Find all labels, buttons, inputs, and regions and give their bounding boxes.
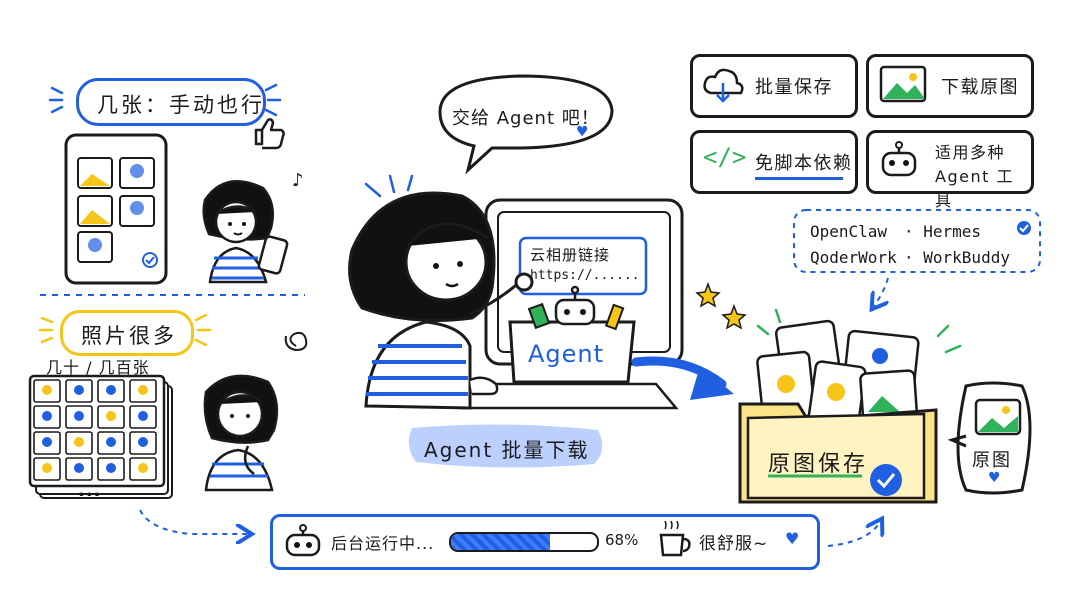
photo-subject (106, 385, 116, 395)
photo-subject (42, 463, 52, 473)
download-original-label: 下载原图 (941, 77, 1019, 98)
heart-icon: ♥ (576, 124, 589, 140)
more-ellipsis: ... (78, 480, 102, 501)
status-bar: 后台运行中... 68% 很舒服~ ♥ (270, 514, 820, 570)
multi-agent-line2: Agent 工具 (935, 167, 1014, 210)
feature-card-no-script: </> 免脚本依赖 (690, 130, 858, 194)
robot-icon (285, 524, 321, 557)
code-icon: </> (703, 143, 747, 171)
svg-text:♪: ♪ (292, 170, 304, 191)
speech-text: 交给 Agent 吧！ (452, 108, 600, 129)
tool-hermes: · Hermes (904, 222, 982, 241)
robot-icon (881, 141, 917, 177)
multi-agent-line1: 适用多种 (935, 143, 1006, 162)
many-photos-bubble: 照片很多 (60, 310, 194, 356)
progress-track (449, 532, 599, 552)
tool-openclaw: OpenClaw (810, 222, 888, 241)
photo-subject (138, 463, 148, 473)
cloud-album-link-url: https://...... (530, 268, 640, 283)
cloud-download-icon (703, 68, 744, 103)
photo-subject (74, 385, 84, 395)
photo-subject (42, 385, 52, 395)
photo-subject (42, 437, 52, 447)
photo-count-label: 几十 / 几百张 (46, 358, 150, 377)
original-save-label: 原图保存 (768, 452, 869, 477)
photo-subject (74, 463, 84, 473)
no-script-underline (755, 177, 843, 180)
tool-qoderwork: QoderWork (810, 248, 897, 267)
photo-subject (42, 411, 52, 421)
feature-card-download-original: 下载原图 (866, 54, 1034, 118)
manual-bubble: 几张：手动也行 (76, 78, 266, 126)
many-photos-text: 照片很多 (81, 324, 177, 348)
photo-subject (106, 437, 116, 447)
original-bubble-text: 原图 (972, 450, 1012, 471)
running-text: 后台运行中... (331, 534, 435, 553)
photo-subject (74, 437, 84, 447)
picture-icon (879, 65, 927, 103)
no-script-label: 免脚本依赖 (755, 153, 853, 174)
photo-subject (138, 411, 148, 421)
batch-download-caption: Agent 批量下载 (424, 438, 590, 462)
batch-save-label: 批量保存 (755, 77, 833, 98)
heart-icon: ♥ (988, 470, 1001, 486)
feature-card-batch-save: 批量保存 (690, 54, 858, 118)
cloud-album-link-title: 云相册链接 (530, 246, 611, 264)
photo-subject (138, 437, 148, 447)
agent-box-label: Agent (528, 340, 605, 368)
coffee-cup-icon (659, 521, 691, 557)
relax-text: 很舒服~ (699, 534, 769, 554)
progress-fill (451, 534, 551, 550)
heart-icon: ♥ (785, 529, 800, 548)
tool-workbuddy: · WorkBuddy (904, 248, 1010, 267)
photo-subject (106, 463, 116, 473)
photo-subject (138, 385, 148, 395)
progress-percent: 68% (605, 531, 639, 549)
manual-bubble-text: 几张：手动也行 (97, 93, 265, 117)
photo-subject (74, 411, 84, 421)
feature-card-multi-agent: 适用多种 Agent 工具 (866, 130, 1034, 210)
photo-subject (106, 411, 116, 421)
